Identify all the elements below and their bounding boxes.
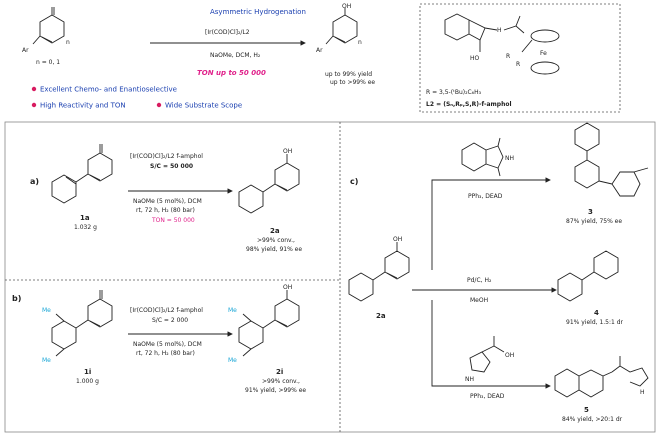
- tag-c: c): [350, 177, 358, 186]
- product-oh: OH: [342, 3, 351, 10]
- bullet-1: Excellent Chemo- and Enantioselective: [40, 86, 177, 94]
- top-yield: up to 99% yield: [325, 71, 372, 78]
- bullet-dot-2: [31, 102, 37, 108]
- c-r3-reagent: PPh₃, DEAD: [470, 393, 505, 400]
- compound-2i-yield: 91% yield, >99% ee: [245, 387, 306, 394]
- compound-2i-conv: >99% conv.,: [262, 378, 300, 385]
- section-a: a) 1a 1.032 g [Ir(COD)Cl]₂/L2 f-amphol S…: [30, 144, 302, 253]
- compound-2a-conv: >99% conv.,: [257, 237, 295, 244]
- compound-2i-label: 2i: [276, 368, 283, 376]
- ligand-ho: HO: [470, 55, 480, 62]
- top-section: Ar n n = 0, 1 Asymmetric Hydrogenation […: [22, 3, 621, 113]
- tag-b: b): [12, 294, 21, 303]
- phthalimide-structure: [461, 137, 504, 177]
- compound-4-structure: [557, 250, 619, 302]
- compound-1i-me-top: Me: [42, 307, 51, 314]
- compound-1a-structure: [51, 144, 113, 204]
- generic-alcohol-structure: OH Ar n: [316, 3, 362, 54]
- top-reagent-conditions: NaOMe, DCM, H₂: [210, 52, 261, 59]
- compound-2a-oh: OH: [283, 148, 292, 155]
- compound-3-structure: [574, 122, 649, 197]
- ligand-r1: R: [506, 53, 510, 60]
- top-ee: up to >99% ee: [330, 79, 375, 86]
- proline-structure: [469, 336, 505, 373]
- c-2a-oh: OH: [393, 236, 402, 243]
- top-ton: TON up to 50 000: [197, 69, 266, 77]
- section-c: c) OH 2a NH PPh₃, DEAD: [348, 122, 649, 423]
- arrow-c-to-3: [431, 177, 551, 270]
- compound-2a-c-structure: OH: [348, 236, 410, 302]
- b-cond1: [Ir(COD)Cl]₂/L2 f-amphol: [130, 307, 203, 314]
- compound-5-label: 5: [584, 406, 589, 414]
- arrow-c-to-5: [431, 300, 551, 389]
- ligand-fe: Fe: [540, 50, 547, 57]
- compound-3-result: 87% yield, 75% ee: [566, 218, 622, 225]
- tag-a: a): [30, 177, 39, 186]
- compound-1i-structure: [51, 290, 113, 357]
- compound-1a-label: 1a: [80, 214, 90, 222]
- bullet-dot-1: [31, 86, 37, 92]
- compound-3-label: 3: [588, 208, 593, 216]
- c-r1-reagent: PPh₃, DEAD: [468, 193, 503, 200]
- product-ar: Ar: [316, 47, 323, 54]
- top-title: Asymmetric Hydrogenation: [210, 8, 306, 16]
- a-cond1: [Ir(COD)Cl]₂/L2 f-amphol: [130, 153, 203, 160]
- generic-enone-structure: Ar n n = 0, 1: [22, 7, 70, 66]
- b-cond2: S/C = 2 000: [152, 317, 188, 324]
- product-n: n: [358, 39, 362, 46]
- compound-4-result: 91% yield, 1.5:1 dr: [566, 319, 624, 326]
- c-r2-reagent2: MeOH: [470, 297, 488, 304]
- ligand-nh: H: [497, 27, 502, 34]
- compound-5-result: 84% yield, >20:1 dr: [562, 416, 623, 423]
- a-cond3: NaOMe (5 mol%), DCM: [133, 198, 202, 205]
- compound-1i-me-bottom: Me: [42, 357, 51, 364]
- proline-oh: OH: [505, 352, 514, 359]
- c-r2-reagent1: Pd/C, H₂: [467, 277, 492, 284]
- compound-1a-amount: 1.032 g: [74, 224, 97, 231]
- compound-2i-oh: OH: [283, 284, 292, 291]
- n-range-label: n = 0, 1: [36, 59, 60, 66]
- bullet-2: High Reactivity and TON: [40, 102, 126, 110]
- compound-4-label: 4: [594, 309, 599, 317]
- a-cond4: rt, 72 h, H₂ (80 bar): [136, 207, 195, 214]
- compound-2i-me-bottom: Me: [228, 357, 237, 364]
- compound-2a-structure: OH: [238, 148, 300, 214]
- ligand-r2: R: [516, 61, 520, 68]
- compound-2a-yield: 98% yield, 91% ee: [246, 246, 302, 253]
- b-cond4: rt, 72 h, H₂ (80 bar): [136, 350, 195, 357]
- phthalimide-nh: NH: [505, 155, 514, 162]
- compound-2i-me-top: Me: [228, 307, 237, 314]
- compound-2a-label: 2a: [270, 227, 280, 235]
- proline-nh: NH: [465, 376, 474, 383]
- compound-1i-label: 1i: [84, 368, 91, 376]
- top-reagent-catalyst: [Ir(COD)Cl]₂/L2: [205, 29, 250, 36]
- n-subscript: n: [66, 39, 70, 46]
- section-b: b) Me Me 1i 1.000 g [Ir(COD)Cl]₂/L2 f-am…: [12, 284, 306, 394]
- c-2a-label: 2a: [376, 312, 386, 320]
- ligand-structure: HO H Fe R R: [444, 13, 560, 75]
- ar-label: Ar: [22, 47, 29, 54]
- compound-2i-structure: OH: [238, 284, 300, 357]
- ligand-name: L2 = (Sₙ,Rₚ,S,R)-f-amphol: [426, 101, 512, 108]
- ligand-r-definition: R = 3,5-(ᵗBu)₂C₆H₃: [426, 89, 482, 96]
- bullet-list: Excellent Chemo- and Enantioselective Hi…: [31, 86, 242, 110]
- compound-5-structure: [554, 356, 649, 398]
- a-ton: TON = 50 000: [151, 217, 195, 224]
- compound-1i-amount: 1.000 g: [76, 378, 99, 385]
- bullet-dot-3: [156, 102, 162, 108]
- bullet-3: Wide Substrate Scope: [165, 102, 242, 110]
- ligand-box: [419, 3, 621, 113]
- a-cond2: S/C = 50 000: [150, 163, 193, 170]
- b-cond3: NaOMe (5 mol%), DCM: [133, 341, 202, 348]
- compound-5-nh: H: [640, 389, 645, 396]
- lower-frame: [4, 121, 656, 433]
